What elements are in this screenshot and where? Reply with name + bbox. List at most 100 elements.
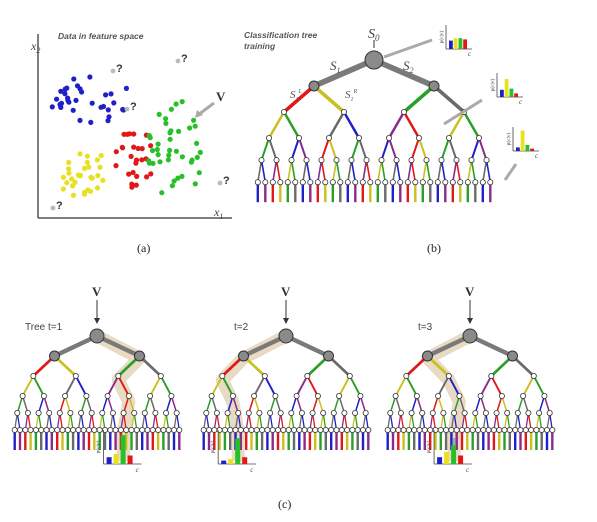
training-histograms: p(c|v)cp(c|v)cp(c|v)c — [438, 25, 539, 160]
split-node — [163, 409, 170, 416]
split-node — [487, 179, 494, 186]
green-point — [169, 183, 175, 189]
yellow-point — [98, 152, 104, 159]
green-point — [194, 140, 200, 146]
tree-edge — [32, 375, 45, 397]
split-node — [312, 426, 319, 433]
caption-c: (c) — [278, 497, 291, 511]
split-node — [269, 179, 276, 186]
split-node — [506, 426, 513, 433]
split-node — [299, 179, 306, 186]
tree-edge — [387, 110, 406, 140]
red-point — [130, 169, 136, 176]
split-node — [120, 409, 127, 416]
split-node — [99, 409, 106, 416]
red-point — [128, 153, 134, 159]
split-node — [261, 372, 268, 379]
split-node — [348, 157, 355, 164]
tree-edge — [348, 375, 362, 397]
split-node — [285, 426, 292, 433]
hist-bar — [514, 93, 518, 97]
split-node — [389, 179, 396, 186]
split-node — [43, 426, 50, 433]
histogram-arrow — [503, 163, 518, 181]
caption-a: (a) — [137, 241, 150, 255]
split-node — [389, 426, 396, 433]
hist-x-label: c — [535, 152, 539, 160]
split-node — [62, 392, 69, 399]
blue-point — [58, 100, 65, 106]
split-node — [35, 409, 42, 416]
split-node — [329, 179, 336, 186]
hist-bar — [516, 147, 520, 151]
hist-bar — [504, 79, 509, 97]
blue-point — [65, 97, 71, 103]
panel-b-title-line1: Classification tree — [244, 30, 317, 40]
split-node — [357, 392, 364, 399]
tree-edge — [405, 375, 418, 397]
hist-y-label: p(c|v) — [505, 132, 512, 145]
tree-edge — [376, 159, 383, 183]
tree-edge — [388, 137, 398, 162]
split-node — [293, 392, 300, 399]
split-node — [544, 426, 551, 433]
yellow-point — [97, 164, 103, 170]
tree-edge — [485, 159, 492, 183]
unlabelled-point — [124, 106, 130, 112]
blue-point — [87, 74, 93, 80]
split-node — [536, 409, 543, 416]
split-node — [477, 392, 484, 399]
split-node — [538, 426, 545, 433]
split-node — [378, 157, 385, 164]
split-node — [413, 392, 420, 399]
split-node — [258, 157, 265, 164]
panel-b-title-line2: training — [244, 41, 276, 51]
unlabelled-point — [217, 180, 223, 186]
red-point — [126, 171, 132, 177]
split-node — [337, 179, 344, 186]
tree-edge — [311, 57, 377, 89]
split-node — [530, 372, 537, 379]
tree-edge — [425, 333, 473, 359]
split-node — [304, 372, 311, 379]
split-node — [427, 179, 434, 186]
question-mark: ? — [181, 53, 188, 65]
split-node — [72, 372, 79, 379]
yellow-point — [94, 185, 101, 191]
green-point — [173, 148, 179, 154]
blue-point — [111, 100, 117, 106]
split-node — [453, 426, 460, 433]
point-v-arrowhead — [195, 110, 203, 118]
split-node — [144, 426, 151, 433]
tree-edge — [437, 375, 450, 397]
split-node — [490, 426, 497, 433]
tree-edge — [256, 159, 263, 183]
panel-b-tree-training: Classification tree training S0 S1 S2 S1… — [244, 25, 539, 255]
blue-point — [70, 107, 76, 113]
split-node — [449, 179, 456, 186]
tree-edge — [346, 159, 353, 183]
split-node — [30, 372, 37, 379]
split-node — [269, 426, 276, 433]
tree-edge — [406, 159, 413, 183]
split-node — [141, 409, 148, 416]
red-point — [133, 182, 139, 188]
split-node — [520, 392, 527, 399]
yellow-point — [60, 186, 66, 192]
yellow-point — [66, 170, 72, 176]
tree-edge — [320, 159, 327, 183]
input-arrowhead — [283, 318, 289, 324]
split-node — [464, 426, 471, 433]
split-node — [472, 409, 479, 416]
split-node — [309, 409, 316, 416]
split-node — [288, 157, 295, 164]
green-point — [168, 106, 174, 112]
hist-bar — [113, 453, 119, 464]
split-node — [280, 109, 287, 116]
tree-edge — [52, 333, 100, 359]
green-point — [155, 141, 161, 147]
tree-edge — [436, 159, 443, 183]
tree-edge — [478, 137, 488, 162]
blue-point — [77, 117, 83, 123]
tree-edge — [462, 110, 481, 140]
